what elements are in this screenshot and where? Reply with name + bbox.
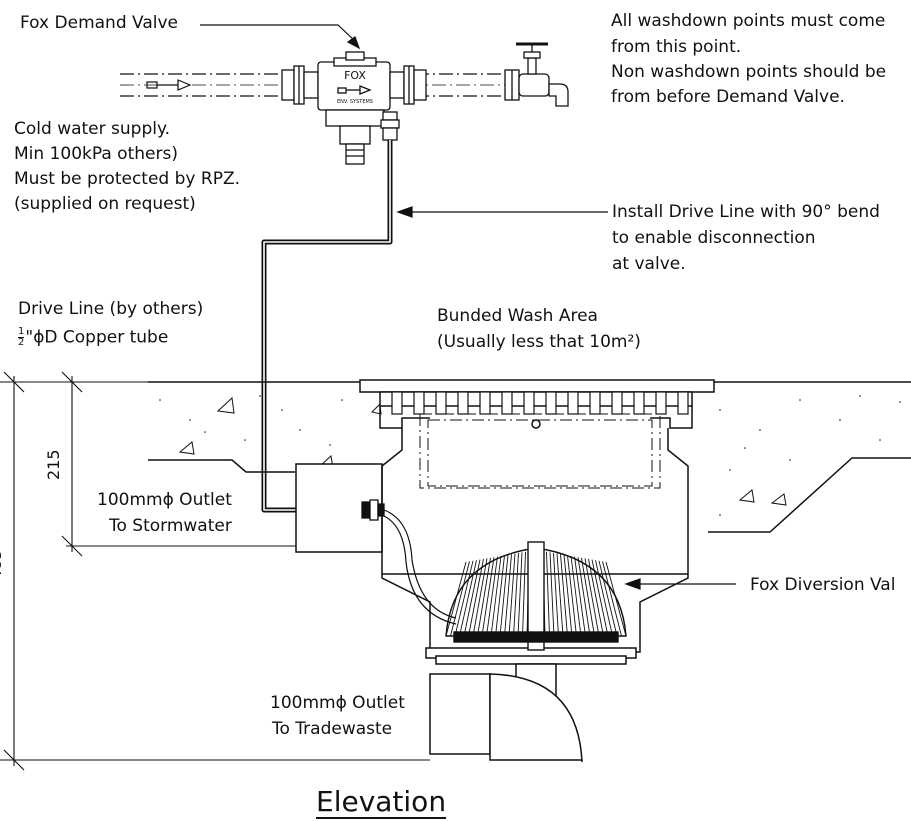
valve-sub-text: ENV. SYSTEMS [337, 99, 373, 105]
label-diversion: Fox Diversion Val [750, 575, 896, 595]
brush-bristle [591, 559, 609, 637]
label-cold-4: (supplied on request) [14, 194, 196, 214]
label-cold-2: Min 100kPa others) [14, 144, 178, 164]
label-washdown-4: from before Demand Valve. [611, 87, 845, 107]
brush-bristle [581, 557, 595, 637]
brush-bristle [574, 556, 586, 637]
brush-bristle [546, 551, 550, 637]
label-install-3: at valve. [612, 254, 686, 274]
label-install-1: Install Drive Line with 90° bend [612, 202, 880, 222]
grate-slot [391, 391, 403, 415]
concrete-stipple [159, 395, 901, 516]
label-outlet-trade-2: To Tradewaste [272, 719, 393, 739]
brush-bristle [454, 560, 474, 637]
brush-bristle [556, 553, 564, 637]
tradewaste-outlet [429, 673, 583, 763]
flex-hose [383, 509, 457, 625]
leader-diversion [624, 578, 736, 590]
dimension-lines [0, 371, 430, 771]
grate-slot [567, 391, 579, 415]
label-washdown-3: Non washdown points should be [611, 62, 887, 82]
grate-slot [633, 391, 645, 415]
label-install-2: to enable disconnection [612, 228, 816, 248]
leader-install [396, 206, 608, 218]
brush-bristle [472, 558, 488, 637]
brush-bristle [508, 553, 516, 637]
label-outlet-storm-2: To Stormwater [109, 516, 232, 536]
brush-bristle [588, 558, 604, 637]
grate-slot [457, 391, 469, 415]
grate-slot [545, 391, 557, 415]
brush-bristle [549, 552, 555, 637]
diversion-valve-stem [453, 541, 619, 651]
grate-slots [391, 391, 689, 415]
brush-bristle [481, 557, 495, 637]
drive-line-pipe [261, 140, 393, 513]
label-drive-2-rest: "ϕD Copper tube [25, 327, 169, 348]
brush-bristle [522, 551, 526, 637]
brush-bristle [570, 555, 582, 637]
flow-arrow-icon [146, 79, 192, 91]
grate-slot [677, 391, 689, 415]
washdown-tap-icon [504, 42, 569, 107]
label-cold-1: Cold water supply. [14, 119, 171, 139]
grate-slot [479, 391, 491, 415]
brush-bristle [477, 557, 491, 637]
label-outlet-trade-1: 100mmϕ Outlet [270, 693, 405, 713]
brush-bristle [486, 556, 498, 637]
ground-surface [148, 381, 911, 533]
grate-slot [413, 391, 425, 415]
valve-brand-text: FOX [344, 69, 366, 82]
brush-bristle [463, 559, 481, 637]
grate-slot [501, 391, 513, 415]
grate-slot [655, 391, 667, 415]
label-outlet-storm-1: 100mmϕ Outlet [97, 490, 232, 510]
dim-total: 485 [0, 549, 5, 580]
brush-bristle [490, 555, 502, 637]
brush-bristle [459, 560, 477, 637]
brush-bristle [504, 554, 512, 637]
dim-215: 215 [44, 449, 63, 480]
grate-slot [589, 391, 601, 415]
brush-bristle [513, 552, 519, 637]
label-bunded-2: (Usually less that 10m²) [437, 332, 641, 352]
brush-bristle [595, 560, 613, 637]
brush-bristle [517, 552, 523, 637]
brush-bristle [495, 555, 505, 637]
brush-bristle [499, 554, 509, 637]
drive-fitting-icon [361, 499, 385, 521]
brush-bristle [577, 557, 591, 637]
brush-bristle [598, 560, 618, 637]
label-cold-3: Must be protected by RPZ. [14, 169, 240, 189]
label-washdown-2: from this point. [611, 37, 742, 57]
brush-bristle [584, 558, 600, 637]
brush-bristle [567, 555, 577, 637]
brush-bristle [560, 554, 568, 637]
drawing-title: Elevation [316, 785, 447, 818]
label-drive-1: Drive Line (by others) [18, 299, 204, 319]
leader-demand-valve [200, 24, 361, 50]
demand-valve-icon [281, 51, 427, 165]
grate-slot [435, 391, 447, 415]
grate-slot [611, 391, 623, 415]
label-washdown-1: All washdown points must come [611, 11, 886, 31]
brush-bristle [468, 558, 484, 637]
grate-slot [523, 391, 535, 415]
brush-bristle [602, 561, 622, 637]
brush-bristle [563, 554, 573, 637]
brush-bristle [553, 552, 559, 637]
label-demand-valve: Fox Demand Valve [20, 13, 178, 33]
label-bunded-1: Bunded Wash Area [437, 306, 598, 326]
